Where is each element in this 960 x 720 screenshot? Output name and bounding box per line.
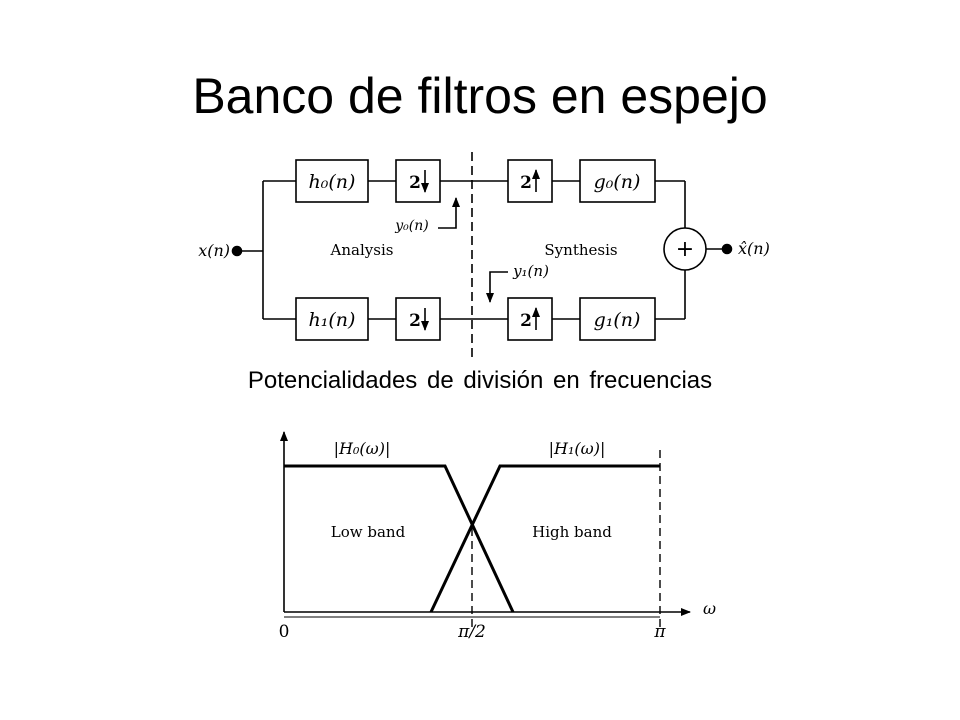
up-factor-bottom: 2 [520,311,532,331]
h0-label: h₀(n) [309,171,356,193]
y0-label: y₀(n) [394,218,428,234]
up-sampler-top [507,159,553,203]
filter-bank-diagram [231,152,733,358]
adder-sign: + [676,237,694,262]
y1-label: y₁(n) [512,262,549,280]
high-band-label: High band [532,523,612,541]
h1-magnitude-label: |H₁(ω)| [549,439,606,458]
g1-label: g₁(n) [594,309,641,331]
low-band-label: Low band [331,523,406,541]
down-factor-top: 2 [409,173,421,193]
input-label: x(n) [198,241,230,260]
filter-bank-labels: x(n) x̂(n) h₀(n) h₁(n) g₀(n) g₁(n) 2 2 2… [198,171,770,331]
h0-filter-box [295,159,369,203]
h1-label: h₁(n) [309,309,356,331]
tick-pi: π [653,622,666,642]
h1-filter-box [295,297,369,341]
slide-title: Banco de filtros en espejo [192,68,768,124]
y1-callout-arrow [486,271,508,303]
g1-filter-box [579,297,656,341]
output-node [721,243,733,255]
down-sampler-bottom [395,297,441,341]
h1-response-curve [429,464,660,613]
g0-label: g₀(n) [594,171,641,193]
up-factor-top: 2 [520,173,532,193]
down-sampler-top [395,159,441,203]
h0-magnitude-label: |H₀(ω)| [334,439,391,458]
slide-subtitle: Potencialidades de división en frecuenci… [247,367,713,394]
omega-axis-label: ω [703,599,716,618]
frequency-plot [280,431,691,628]
down-factor-bottom: 2 [409,311,421,331]
analysis-label: Analysis [330,241,394,259]
g0-filter-box [579,159,656,203]
synthesis-label: Synthesis [544,241,617,259]
up-sampler-bottom [507,297,553,341]
output-label: x̂(n) [738,239,770,258]
y0-callout-arrow [438,197,460,229]
h0-response-curve [284,464,515,613]
tick-zero: 0 [279,622,290,642]
tick-half-pi: π/2 [457,622,486,642]
frequency-plot-labels: |H₀(ω)| |H₁(ω)| Low band High band ω 0 π… [279,439,716,642]
